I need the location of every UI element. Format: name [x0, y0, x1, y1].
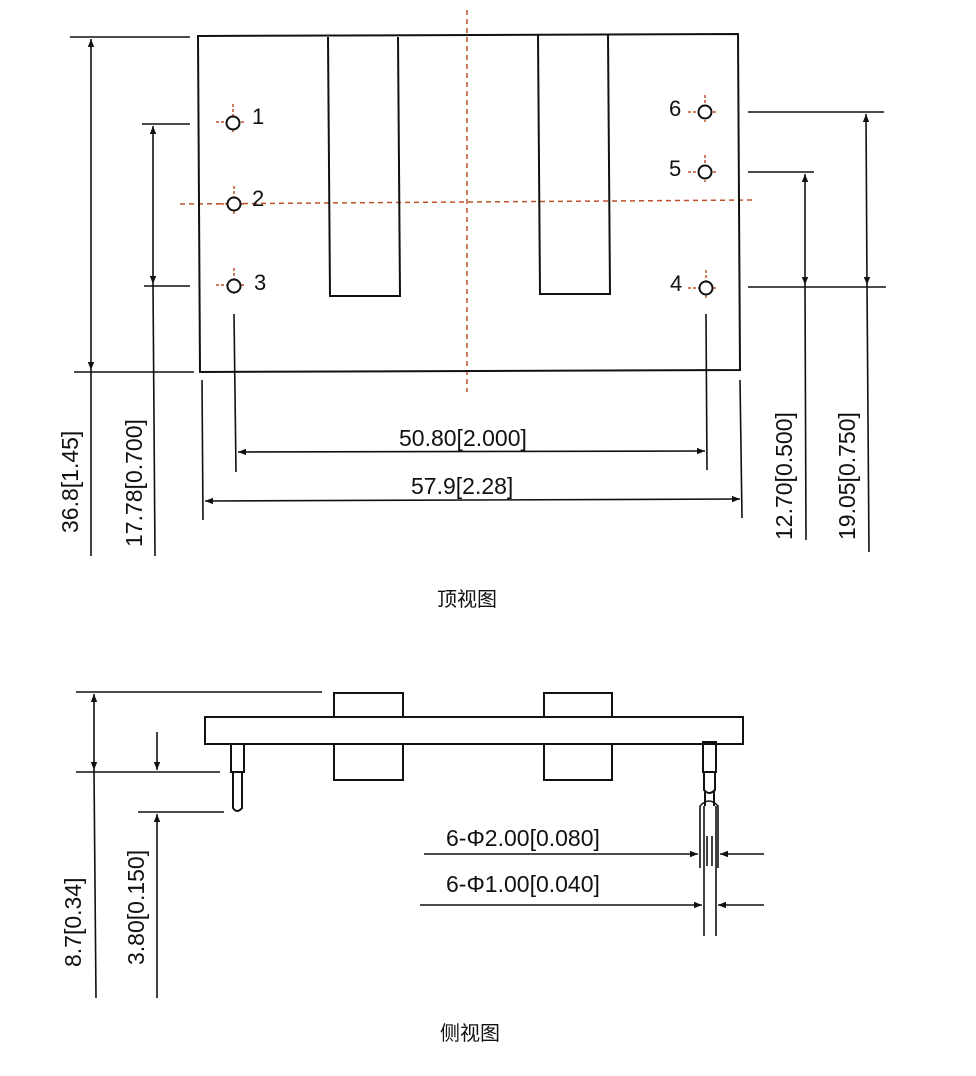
pin-label-5: 5 [669, 156, 681, 181]
dim-text-height: 36.8[1.45] [57, 431, 83, 533]
core-bottom-left [333, 743, 404, 781]
core-top-right [543, 692, 613, 718]
pin-label-6: 6 [669, 96, 681, 121]
dim-line-width [204, 495, 741, 505]
pin-label-4: 4 [670, 271, 682, 296]
pin-label-3: 3 [254, 270, 266, 295]
dim-line-pin-pitch [237, 447, 706, 456]
side-view-caption: 侧视图 [440, 1021, 500, 1045]
pin-1 [216, 104, 244, 132]
dim-text-pin-dia: 6-Φ1.00[0.040] [446, 871, 600, 897]
core-top-left [333, 692, 404, 718]
dim-text-total-height: 8.7[0.34] [60, 877, 86, 967]
base-plate [204, 716, 744, 745]
pin-2 [216, 186, 244, 214]
dim-text-pins-4-5: 12.70[0.500] [771, 412, 797, 540]
horizontal-centerline [179, 199, 753, 205]
dim-text-pin-span-left: 17.78[0.700] [121, 419, 147, 547]
dim-text-pin-length: 3.80[0.150] [123, 850, 149, 965]
dim-line-pins-4-6 [862, 113, 871, 286]
pin-label-2: 2 [252, 186, 264, 211]
pin-6 [688, 95, 716, 122]
top-view-caption: 顶视图 [437, 587, 497, 611]
core-bottom-right [543, 743, 613, 781]
core-slot-right [537, 34, 612, 295]
dim-text-pin-pitch: 50.80[2.000] [399, 425, 527, 451]
side-view: 8.7[0.34] 3.80[0.150] 6-Φ2.00[0.080] 6-Φ… [60, 691, 764, 1045]
module-body-outline [196, 32, 742, 374]
dim-text-pins-4-6: 19.05[0.750] [834, 412, 860, 540]
core-slot-left [327, 36, 402, 297]
side-pin-left [230, 743, 245, 812]
dim-text-width: 57.9[2.28] [411, 473, 513, 499]
side-pin-right [699, 741, 719, 936]
dim-text-shoulder-dia: 6-Φ2.00[0.080] [446, 825, 600, 851]
pin-4 [688, 270, 716, 298]
pin-3 [216, 268, 244, 294]
pin-label-1: 1 [252, 104, 264, 129]
pin-5 [688, 155, 716, 182]
top-view: 1 2 3 4 5 6 36.8[1.45] 17.78[0.700] 50.8… [57, 10, 886, 611]
